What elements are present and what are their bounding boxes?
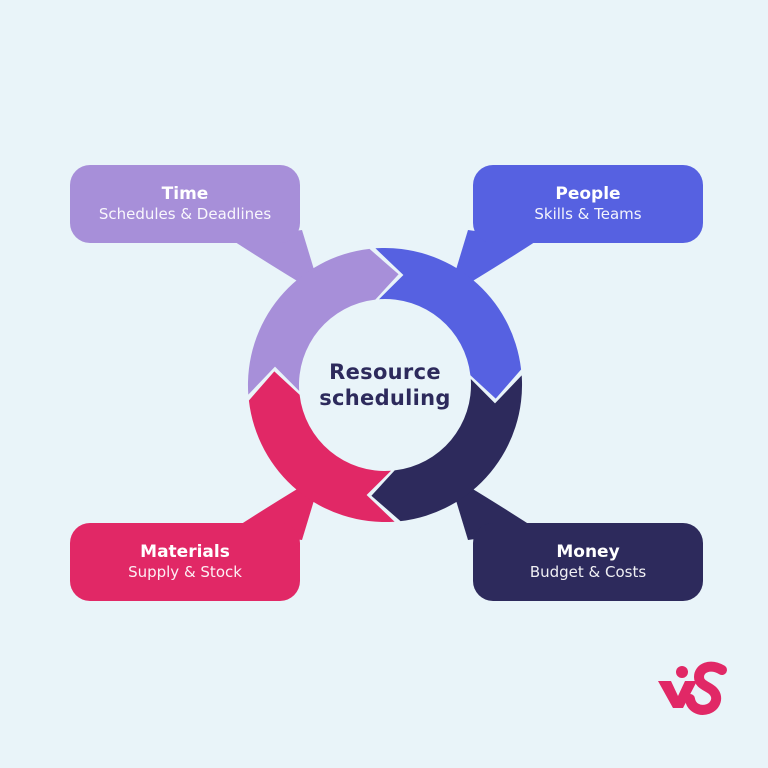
callout-materials: Materials Supply & Stock (70, 523, 300, 601)
logo-swoosh-icon (685, 661, 727, 715)
cycle-segment-people (375, 247, 522, 399)
center-label-line1: Resource (329, 360, 441, 384)
visme-logo (658, 661, 727, 715)
callout-money-title: Money (556, 542, 619, 562)
logo-dot-icon (676, 666, 688, 678)
callout-time-title: Time (162, 184, 209, 204)
cycle-segment-money (371, 375, 523, 522)
cycle-segment-materials (248, 371, 395, 523)
callout-money: Money Budget & Costs (473, 523, 703, 601)
cycle-segment-time (247, 248, 399, 395)
callout-money-box (473, 523, 703, 601)
callout-money-subtitle: Budget & Costs (530, 563, 647, 581)
callout-materials-subtitle: Supply & Stock (128, 563, 242, 581)
callout-people-subtitle: Skills & Teams (534, 205, 641, 223)
callout-time-box (70, 165, 300, 243)
callout-time: Time Schedules & Deadlines (70, 165, 300, 243)
callout-materials-box (70, 523, 300, 601)
callout-people-title: People (555, 184, 620, 204)
cycle-ring (247, 247, 523, 523)
callout-time-subtitle: Schedules & Deadlines (99, 205, 272, 223)
center-label-line2: scheduling (319, 386, 451, 410)
logo-v-glyph (658, 681, 697, 708)
callout-materials-title: Materials (140, 542, 230, 562)
callout-people-box (473, 165, 703, 243)
callout-people: People Skills & Teams (473, 165, 703, 243)
center-label: Resource scheduling (319, 360, 451, 410)
